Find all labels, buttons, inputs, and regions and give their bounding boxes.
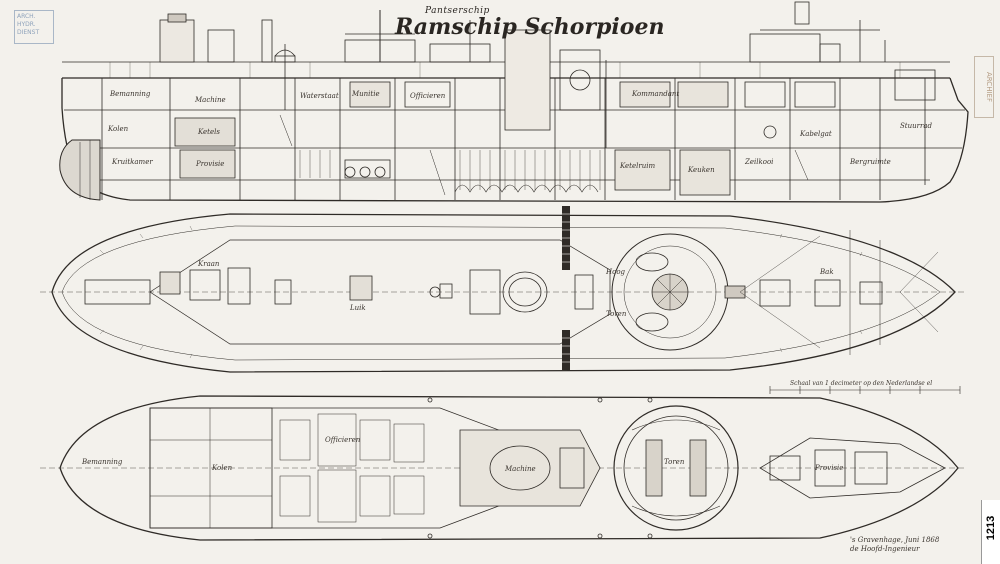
label-profile-3: Ketels — [198, 128, 220, 136]
archive-stamp: ARCH. HYDR. DIENST — [14, 10, 54, 44]
catalog-number: 1213 — [985, 515, 997, 541]
label-lower-5: Officieren — [325, 436, 361, 444]
label-profile-4: Kruitkamer — [112, 158, 153, 166]
upper-deck-plan — [40, 206, 965, 373]
label-profile-8: Officieren — [410, 92, 446, 100]
label-profile-6: Waterstaat — [300, 92, 339, 100]
title-subtitle: Pantserschip — [425, 6, 490, 16]
signature-line-1: 's Gravenhage, Juni 1868 — [850, 536, 940, 544]
label-profile-13: Kabelgat — [800, 130, 832, 138]
drawing-title: Pantserschip Ramschip Schorpioen — [395, 6, 664, 40]
label-profile-7: Munitie — [352, 90, 380, 98]
signature-line-2: de Hoofd-Ingenieur — [850, 545, 920, 553]
label-lower-0: Bemanning — [82, 458, 123, 466]
side-archive-stamp: ARCHIEF — [974, 56, 994, 118]
label-upper-1: Hoog — [606, 268, 626, 276]
label-profile-5: Provisie — [196, 160, 225, 168]
label-profile-11: Keuken — [688, 166, 715, 174]
label-lower-3: Toren — [664, 458, 685, 466]
label-profile-12: Zeilkooi — [745, 158, 774, 166]
label-profile-14: Bergruimte — [850, 158, 891, 166]
label-profile-10: Ketelruim — [620, 162, 656, 170]
label-lower-1: Kolen — [212, 464, 233, 472]
label-upper-0: Kraan — [198, 260, 220, 268]
label-lower-4: Provisie — [815, 464, 844, 472]
lower-deck-plan — [40, 395, 965, 541]
label-profile-15: Stuurrad — [900, 122, 932, 130]
label-lower-2: Machine — [505, 465, 536, 473]
label-upper-3: Toren — [606, 310, 627, 318]
label-upper-4: Bak — [820, 268, 834, 276]
label-profile-0: Bemanning — [110, 90, 151, 98]
scale-bar — [769, 386, 961, 394]
scale-note: Schaal van 1 decimeter op den Nederlands… — [790, 380, 933, 387]
title-main: Ramschip Schorpioen — [395, 14, 665, 40]
label-profile-2: Machine — [195, 96, 226, 104]
catalog-number-tab: 1213 — [981, 500, 1000, 564]
side-profile — [59, 1, 969, 203]
label-upper-2: Luik — [350, 304, 366, 312]
signature-block: 's Gravenhage, Juni 1868 de Hoofd-Ingeni… — [850, 536, 939, 554]
label-profile-9: Kommandant — [632, 90, 680, 98]
label-profile-1: Kolen — [108, 125, 129, 133]
